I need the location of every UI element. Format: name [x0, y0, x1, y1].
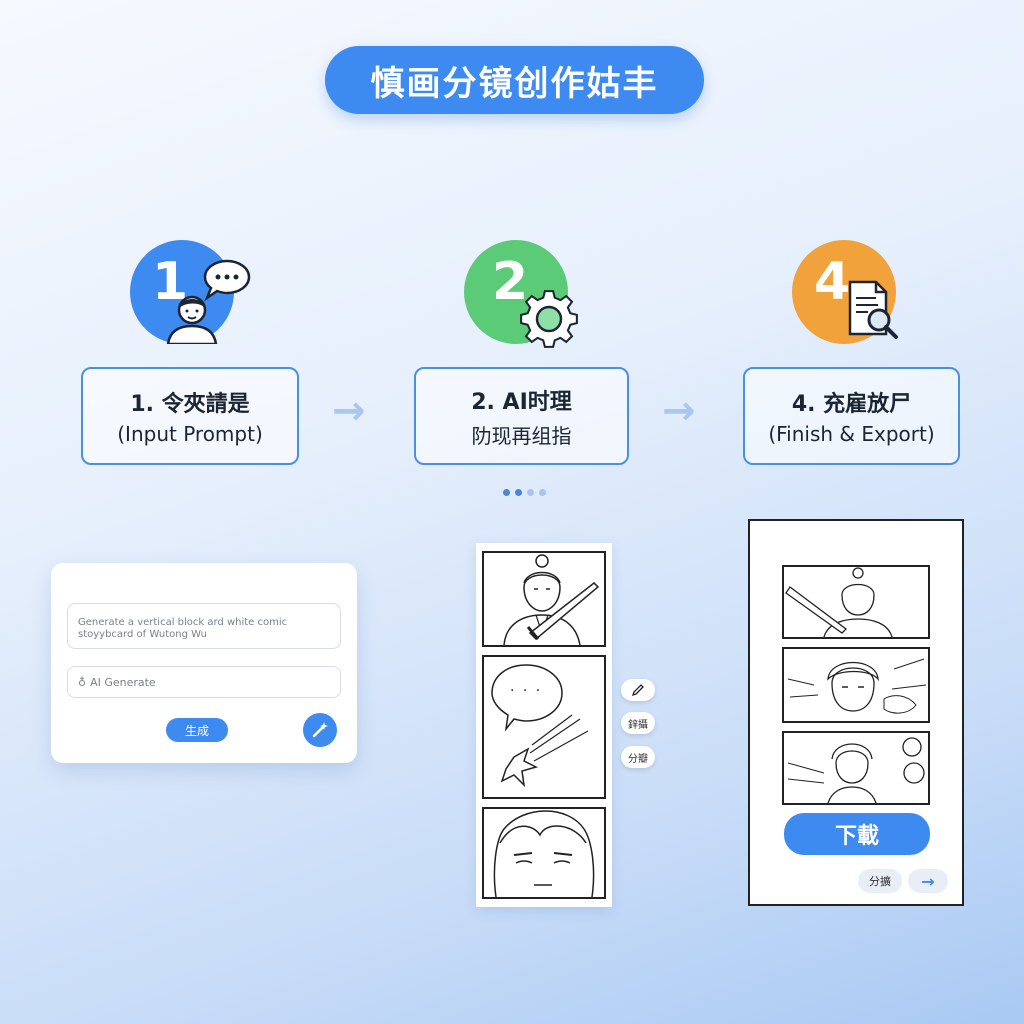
pager-dot[interactable]: [527, 489, 534, 496]
result-preview: 下載 分擴 →: [748, 519, 964, 906]
step-2-subtitle: 阞现再组指: [471, 423, 572, 448]
share-button[interactable]: 分擴: [858, 869, 902, 893]
step-2-card: 2. AI时理 阞现再组指: [414, 367, 629, 465]
comic-panel: [482, 807, 606, 899]
tool-chip-3[interactable]: 分瓣: [621, 746, 655, 768]
comic-panel: [482, 551, 606, 647]
arrow-right-icon: →: [332, 388, 366, 434]
arrow-right-icon: →: [921, 871, 935, 891]
ai-generate-field[interactable]: ♁AI Generate: [67, 666, 341, 698]
prompt-text: Generate a vertical block ard white comi…: [78, 617, 288, 640]
step-4-subtitle: (Finish & Export): [768, 422, 935, 446]
comic-strip: · · ·: [476, 543, 612, 907]
tool-chip-2[interactable]: 鋅攝: [621, 712, 655, 734]
sparkle-icon: ♁: [78, 676, 87, 689]
step-4-title: 4. 充雇放尸: [791, 392, 912, 417]
prompt-input[interactable]: Generate a vertical block ard white comi…: [67, 603, 341, 649]
step-4-card: 4. 充雇放尸 (Finish & Export): [743, 367, 960, 465]
comic-panel: · · ·: [482, 655, 606, 799]
character-illustration: [787, 737, 925, 803]
page-title: 慎画分镜创作姑丰: [325, 46, 704, 114]
magic-wand-icon: [312, 722, 328, 738]
user-icon: [166, 295, 218, 344]
arrow-right-icon: →: [662, 388, 696, 434]
step-2-title: 2. AI时理: [471, 389, 572, 415]
result-panel: [782, 565, 930, 639]
speech-bubble-illustration: [491, 664, 589, 788]
edit-tool-button[interactable]: [621, 679, 655, 701]
step-1-card: 1. 令夾請是 (Input Prompt): [81, 367, 299, 465]
step-1-title: 1. 令夾請是: [130, 392, 250, 417]
next-button[interactable]: →: [908, 869, 948, 893]
speech-text: · · ·: [510, 683, 543, 699]
pager-dot[interactable]: [503, 489, 510, 496]
step-2-number: 2: [492, 252, 529, 312]
pager-dot[interactable]: [515, 489, 522, 496]
prompt-card: Generate a vertical block ard white comi…: [51, 563, 357, 763]
step-1-subtitle: (Input Prompt): [117, 422, 263, 446]
pager-dots[interactable]: [503, 489, 546, 496]
step-1-badge: 1: [130, 240, 251, 344]
pencil-icon: [631, 684, 644, 697]
result-panel: [782, 731, 930, 805]
gear-icon: [520, 290, 578, 348]
result-panel: [782, 647, 930, 723]
ai-generate-label: AI Generate: [90, 676, 156, 689]
generate-button[interactable]: 生成: [166, 718, 228, 742]
document-search-icon: [848, 280, 898, 339]
step-4-number: 4: [814, 252, 851, 312]
action-face-illustration: [787, 658, 927, 714]
chat-bubble-icon: [203, 259, 251, 302]
magic-wand-button[interactable]: [303, 713, 337, 747]
swordsman-illustration: [785, 567, 893, 637]
step-2-badge: 2: [464, 240, 578, 348]
face-closeup-illustration: [493, 810, 595, 897]
swordsman-illustration: [503, 554, 600, 645]
step-4-badge: 4: [792, 240, 898, 344]
download-button[interactable]: 下載: [784, 813, 930, 855]
pager-dot[interactable]: [539, 489, 546, 496]
